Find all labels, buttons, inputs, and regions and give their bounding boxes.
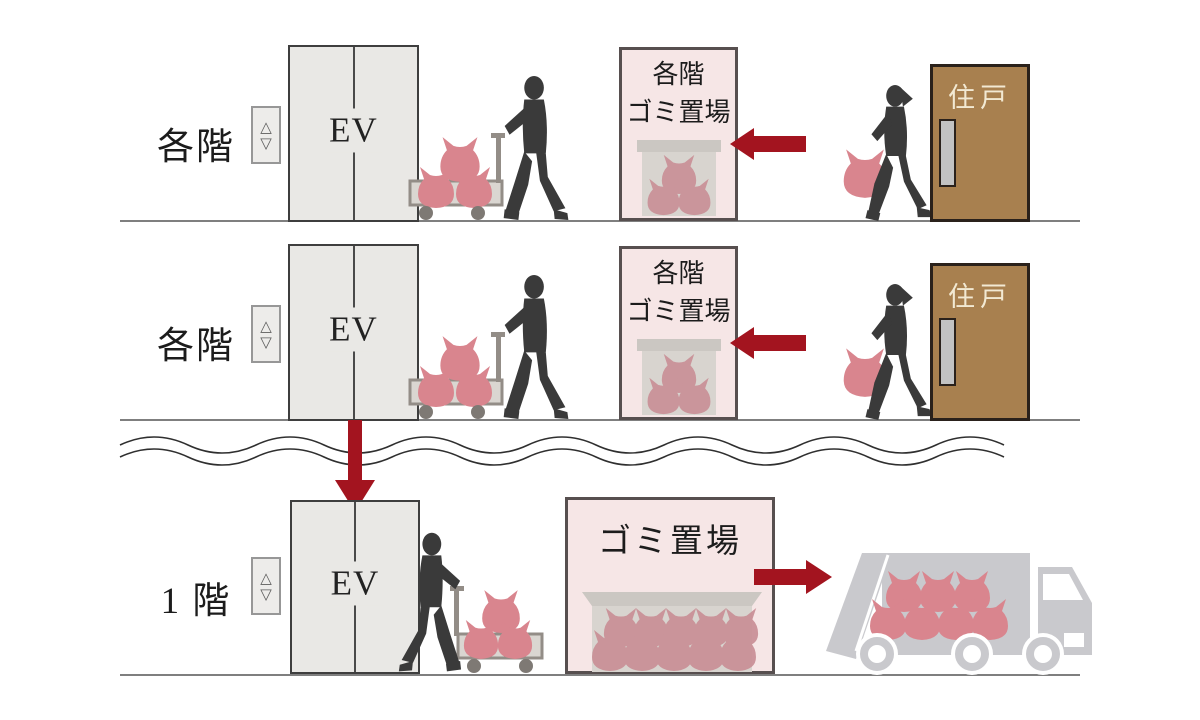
floor-garbage-room-label-line1: 各階 — [652, 259, 705, 288]
floor-label: 1 階 — [160, 581, 232, 622]
floor-break-wavy-separator — [119, 436, 1005, 466]
arrow-down-icon — [335, 420, 375, 512]
residence-door: 住戸 — [930, 64, 1030, 222]
arrow-left-icon — [730, 327, 806, 359]
elevator-down-icon: ▽ — [260, 332, 272, 351]
elevator: EV — [288, 244, 419, 421]
door-handle — [939, 119, 956, 187]
floor-line — [120, 674, 1080, 676]
elevator-label: EV — [324, 107, 383, 152]
floor-garbage-room-label-line2: ゴミ置場 — [626, 296, 731, 326]
elevator-up-icon: △ — [260, 568, 272, 587]
floor-label: 各階 — [157, 127, 235, 168]
floor-garbage-room-label-line2: ゴミ置場 — [626, 97, 731, 127]
floor-row-upper-2: 各階 △ ▽ EV 各階 ゴミ置場 — [0, 199, 1200, 423]
garbage-truck-icon — [826, 553, 1092, 675]
garbage-bin-large-icon — [582, 592, 762, 672]
main-garbage-room-label: ゴミ置場 — [598, 524, 742, 560]
floor-line — [120, 220, 1080, 222]
floor-garbage-room: 各階 ゴミ置場 — [619, 47, 738, 221]
garbage-bin-icon — [637, 140, 721, 216]
elevator-down-icon: ▽ — [260, 133, 272, 152]
elevator-up-icon: △ — [260, 117, 272, 136]
floor-garbage-room-label-line1: 各階 — [652, 60, 705, 89]
elevator-label: EV — [324, 306, 383, 351]
elevator-down-icon: ▽ — [260, 584, 272, 603]
main-garbage-room: ゴミ置場 — [565, 497, 775, 674]
elevator-call-panel: △ ▽ — [251, 557, 281, 615]
arrow-left-icon — [730, 128, 806, 160]
elevator: EV — [288, 45, 419, 222]
floor-label: 各階 — [157, 326, 235, 367]
garbage-bin-icon — [637, 339, 721, 415]
residence-door: 住戸 — [930, 263, 1030, 421]
residence-door-label: 住戸 — [948, 83, 1012, 113]
elevator-call-panel: △ ▽ — [251, 106, 281, 164]
staff-pushing-cart-icon — [408, 75, 569, 221]
staff-pushing-cart-icon — [398, 532, 544, 673]
residence-door-label: 住戸 — [948, 282, 1012, 312]
resident-carrying-bag-icon — [843, 284, 932, 421]
elevator-label: EV — [325, 561, 385, 606]
elevator: EV — [290, 500, 420, 674]
arrow-right-icon — [754, 560, 832, 594]
door-handle — [939, 318, 956, 386]
floor-line — [120, 419, 1080, 421]
elevator-up-icon: △ — [260, 316, 272, 335]
floor-garbage-room: 各階 ゴミ置場 — [619, 246, 738, 420]
elevator-call-panel: △ ▽ — [251, 305, 281, 363]
floor-row-upper-1: 各階 △ ▽ EV 各階 ゴミ置場 — [0, 0, 1200, 224]
staff-pushing-cart-icon — [408, 274, 569, 420]
